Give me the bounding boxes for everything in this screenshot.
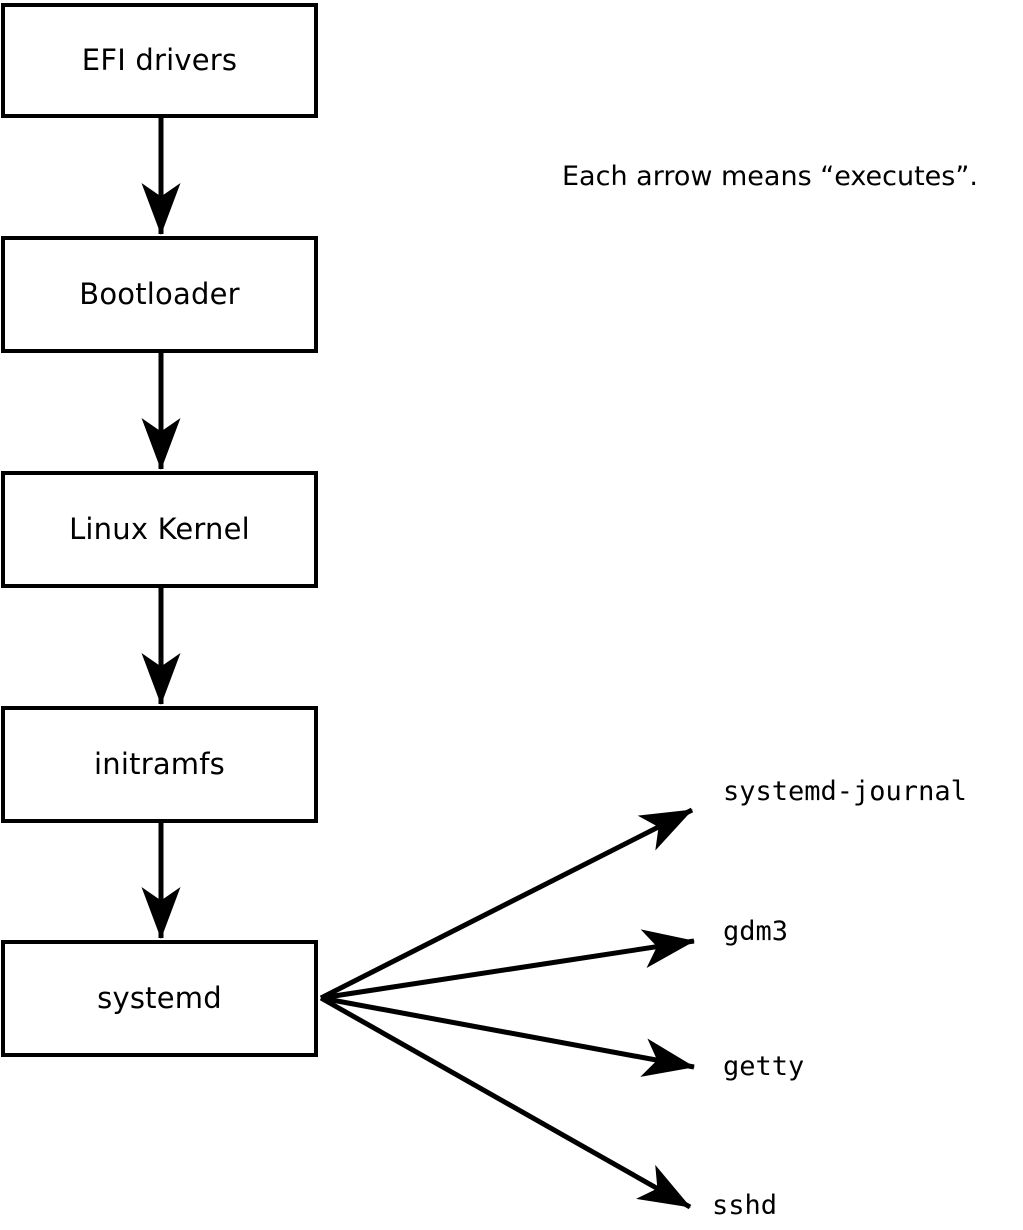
node-bootloader-label: Bootloader — [79, 277, 240, 311]
arrow-systemd-to-sshd — [319, 995, 692, 1210]
diagram-caption: Each arrow means “executes”. — [562, 161, 978, 192]
node-bootloader[interactable]: Bootloader — [1, 236, 318, 353]
leaf-label-systemd-journal[interactable]: systemd-journal — [723, 776, 967, 807]
node-initramfs[interactable]: initramfs — [1, 706, 318, 823]
leaf-label-gdm3[interactable]: gdm3 — [723, 916, 789, 947]
node-linux-kernel-label: Linux Kernel — [69, 512, 250, 546]
node-systemd[interactable]: systemd — [1, 940, 318, 1057]
leaf-label-sshd[interactable]: sshd — [712, 1190, 778, 1221]
node-efi-drivers[interactable]: EFI drivers — [1, 3, 318, 118]
arrow-systemd-to-gdm3 — [320, 929, 695, 1001]
leaf-label-getty[interactable]: getty — [723, 1051, 805, 1082]
arrow-systemd-to-systemd-journal — [319, 807, 694, 1001]
node-efi-drivers-label: EFI drivers — [81, 43, 238, 77]
node-initramfs-label: initramfs — [94, 747, 225, 781]
node-linux-kernel[interactable]: Linux Kernel — [1, 471, 318, 588]
fanout-connectors — [319, 807, 695, 1210]
node-systemd-label: systemd — [97, 981, 222, 1015]
arrow-systemd-to-getty — [320, 995, 695, 1077]
